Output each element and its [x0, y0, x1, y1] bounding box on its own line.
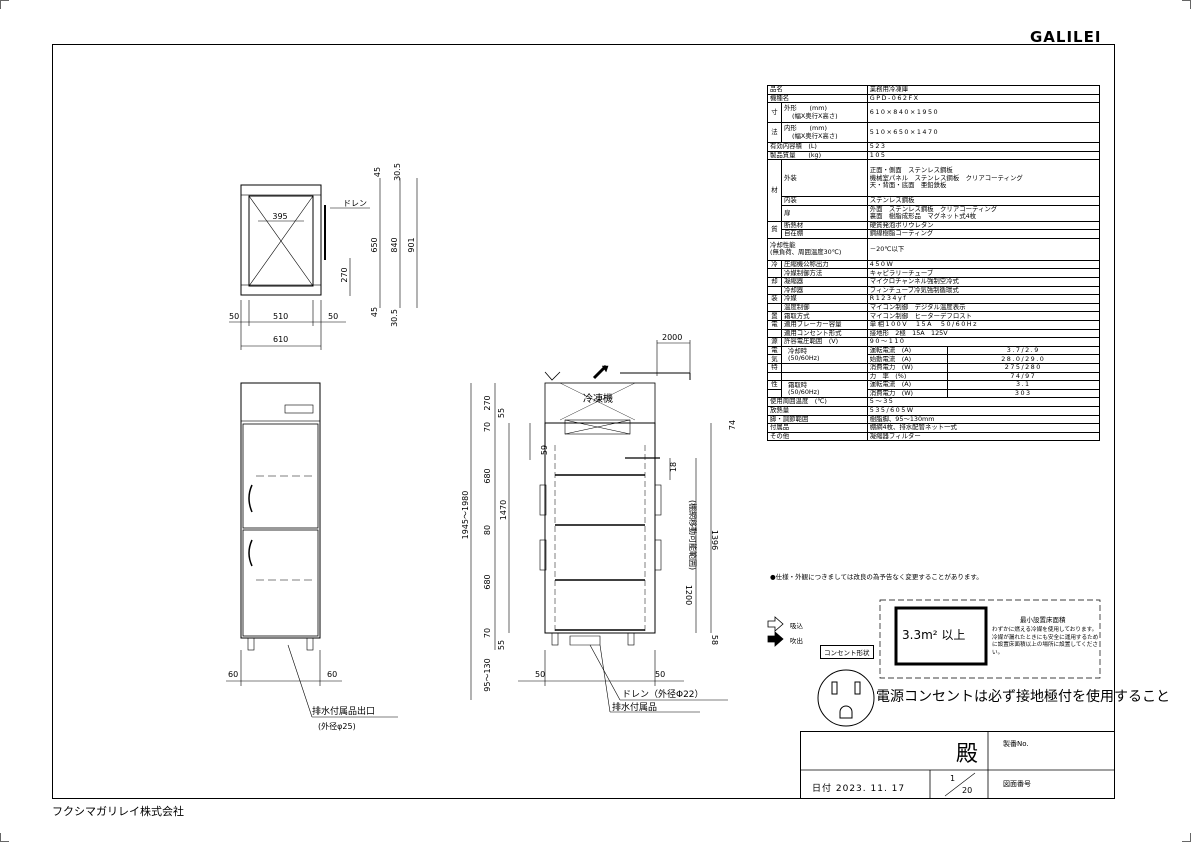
machine-label: 冷凍機: [583, 392, 613, 405]
table-row: 電冷却時(50/60Hz)運転電流 (A)3.7/2.9: [767, 345, 1101, 365]
table-row: 温度制御マイコン制御 デジタル温度表示: [767, 302, 1101, 313]
drain-accessory-label: 排水付属品: [612, 701, 657, 713]
dim-1945-1980: 1945～1980: [461, 491, 470, 540]
drawing-frame: [52, 44, 1115, 799]
table-row: 品名業務用冷凍庫: [767, 85, 1101, 95]
dim-1470: 1470: [499, 500, 508, 520]
table-row: 使用周囲温度 (℃)5～35: [767, 397, 1101, 407]
dim-45: 45: [373, 167, 382, 177]
dim-30-5: 30.5: [393, 163, 402, 181]
company-name: フクシマガリレイ株式会社: [52, 805, 184, 818]
dim-60: 60: [228, 670, 238, 679]
dim-50: 50: [229, 312, 239, 321]
table-row: 性霜取時(50/60Hz)運転電流 (A)3.1: [767, 380, 1101, 399]
shelf-range-label: (棚網移動可能範囲): [688, 500, 698, 570]
page-numerator: 1: [950, 774, 956, 783]
side-view-outline: [544, 422, 656, 634]
dim-901: 901: [407, 237, 416, 252]
drawing-number-label: 図面番号: [1003, 780, 1031, 788]
dim-395: 395: [272, 212, 287, 221]
dim-74: 74: [728, 420, 737, 430]
dim-50: 50: [535, 670, 545, 679]
outlet-warning: 電源コンセントは必ず接地極付を使用すること: [876, 689, 1170, 705]
dim-270: 270: [483, 395, 492, 410]
dim-1200: 1200: [684, 585, 693, 605]
dim-610: 610: [273, 335, 288, 344]
fukidashi-arrow-icon: [767, 631, 784, 647]
dim-18: 18: [669, 462, 678, 472]
dono-label: 殿: [956, 742, 979, 767]
table-row: 却凝縮器マイクロチャンネル強制空冷式: [767, 277, 1101, 287]
drain-outlet-label: 排水付属品出口: [312, 705, 375, 717]
dim-70: 70: [483, 628, 492, 638]
min-area-title: 最小設置床面積: [1020, 616, 1066, 624]
dim-650: 650: [370, 237, 379, 252]
table-row: 寸外形 (mm)(幅X奥行X高さ)610×840×1950: [767, 102, 1101, 124]
dim-30-5: 30.5: [390, 309, 399, 327]
drain-label: ドレン: [343, 199, 367, 208]
dim-510: 510: [273, 312, 288, 321]
page-denominator: 20: [962, 786, 973, 795]
legend-suikomi: 吸込: [790, 622, 803, 630]
dim-60: 60: [327, 670, 337, 679]
table-row: 扉外面 ステンレス鋼板 クリアコーティング裏面 樹脂成形品 マグネット式4枚: [768, 204, 1101, 222]
drain-dia-label: ドレン（外径Φ22）: [622, 688, 704, 700]
dim-55: 55: [497, 640, 506, 650]
outlet-symbol: [817, 669, 875, 727]
table-row: 電適用ブレーカー容量単相100V 15A 50/60Hz: [767, 320, 1101, 330]
dim-840: 840: [390, 237, 399, 252]
suikomi-arrow-icon: [767, 616, 784, 632]
drain-outlet-sub: (外径φ25): [318, 721, 356, 731]
dim-55: 55: [497, 408, 506, 418]
brand-logo: GALILEI: [1030, 28, 1102, 46]
dim-70: 70: [483, 422, 492, 432]
table-row: 質断熱材硬質発泡ポリウレタン: [767, 220, 1101, 239]
serial-label: 製番No.: [1003, 740, 1029, 748]
dim-50: 50: [328, 312, 338, 321]
dim-270: 270: [340, 267, 349, 282]
dim-80: 80: [483, 525, 492, 535]
table-row: 冷却器フィンチューブ冷気強制循環式: [767, 285, 1101, 296]
min-area-box: [879, 599, 1101, 679]
corner-mark: [0, 0, 9, 9]
table-row: 特消費電力 (W)275/280: [767, 363, 1101, 373]
date-label: 日付 2023. 11. 17: [812, 784, 906, 794]
min-area-desc: わずかに燃える冷媒を使用しております。冷媒が漏れたときにも安全に運用するために設…: [992, 627, 1099, 656]
table-row: 力 率 (%)74/97: [767, 371, 1101, 382]
table-row: 付属品棚網4枚、排水配管ネット一式: [767, 423, 1101, 433]
table-row: その他凝縮器フィルター: [767, 431, 1101, 442]
dim-95-130: 95～130: [483, 658, 492, 691]
legend-fukidashi: 吹出: [790, 637, 803, 645]
table-row: 有効内容積 (L)523: [767, 142, 1101, 152]
title-block: [800, 731, 1115, 799]
dim-680: 680: [483, 468, 492, 483]
table-row: 源許容電圧範囲 (V)90～110: [767, 337, 1101, 347]
dim-1396: 1396: [710, 530, 719, 550]
spec-note: ●仕様・外観につきましては改良の為予告なく変更することがあります。: [770, 573, 983, 581]
dim-50: 50: [655, 670, 665, 679]
dim-58: 58: [710, 635, 719, 645]
concent-shape-label: コンセント形状: [820, 645, 874, 659]
table-row: 材外装正面・側面 ステンレス鋼板機械室パネル ステンレス鋼板 クリアコーティング…: [767, 159, 1101, 222]
dim-680: 680: [483, 574, 492, 589]
table-row: 法内形 (mm)(幅X奥行X高さ)510×650×1470: [767, 122, 1101, 144]
dim-59: 59: [540, 445, 549, 455]
min-area-value: 3.3m² 以上: [902, 628, 966, 642]
table-row: 自在棚鋼線樹脂コーティング: [768, 229, 1101, 239]
table-row: 製品質量 (kg)105: [767, 150, 1101, 161]
table-row: 冷却性能(無負荷、周囲温度30℃)－20℃以下: [767, 237, 1101, 261]
dim-2000: 2000: [662, 333, 682, 342]
dim-45: 45: [370, 307, 379, 317]
